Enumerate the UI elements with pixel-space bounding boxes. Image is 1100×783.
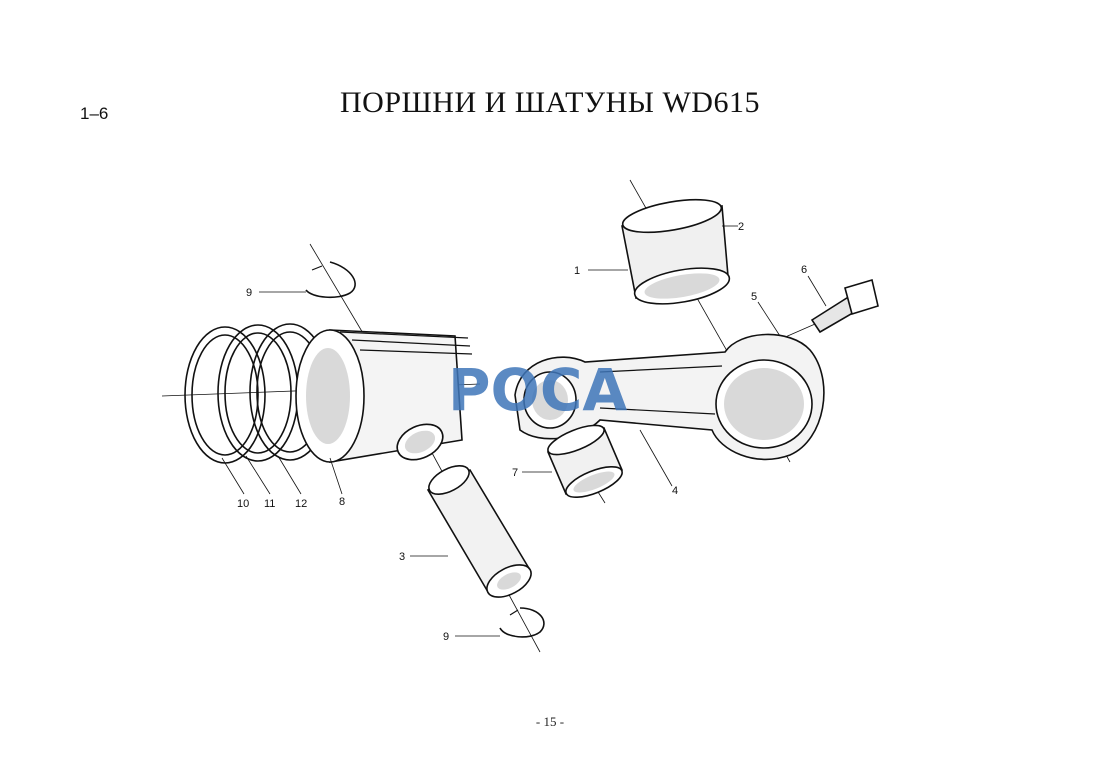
connecting-rod — [514, 333, 825, 461]
callout-12: 12 — [295, 498, 307, 510]
callout-8: 8 — [339, 496, 345, 508]
page-title: ПОРШНИ И ШАТУНЫ WD615 — [340, 86, 760, 119]
piston — [295, 329, 473, 463]
snap-ring-axis-top — [309, 243, 371, 346]
callout-5: 5 — [751, 291, 757, 303]
callout-6: 6 — [801, 264, 807, 276]
page-number: - 15 - — [535, 714, 565, 729]
callout-4: 4 — [672, 485, 678, 497]
callout-3: 3 — [399, 551, 405, 563]
callout-7: 7 — [512, 467, 518, 479]
callout-9-bottom: 9 — [443, 631, 449, 643]
leader-lines — [221, 225, 827, 637]
callout-9-top: 9 — [246, 287, 252, 299]
small-end-bushing — [546, 424, 624, 498]
connecting-rod-bolt — [810, 278, 879, 334]
callout-1: 1 — [574, 265, 580, 277]
callout-2: 2 — [738, 221, 744, 233]
callout-11: 11 — [264, 498, 275, 510]
watermark-logo: РОСА — [448, 356, 627, 424]
section-code: 1–6 — [80, 104, 109, 123]
bearing-shells — [621, 198, 731, 305]
snap-ring-bottom — [499, 607, 545, 638]
piston-pin — [426, 465, 532, 598]
snap-ring-top — [305, 261, 356, 299]
callout-10: 10 — [237, 498, 249, 510]
